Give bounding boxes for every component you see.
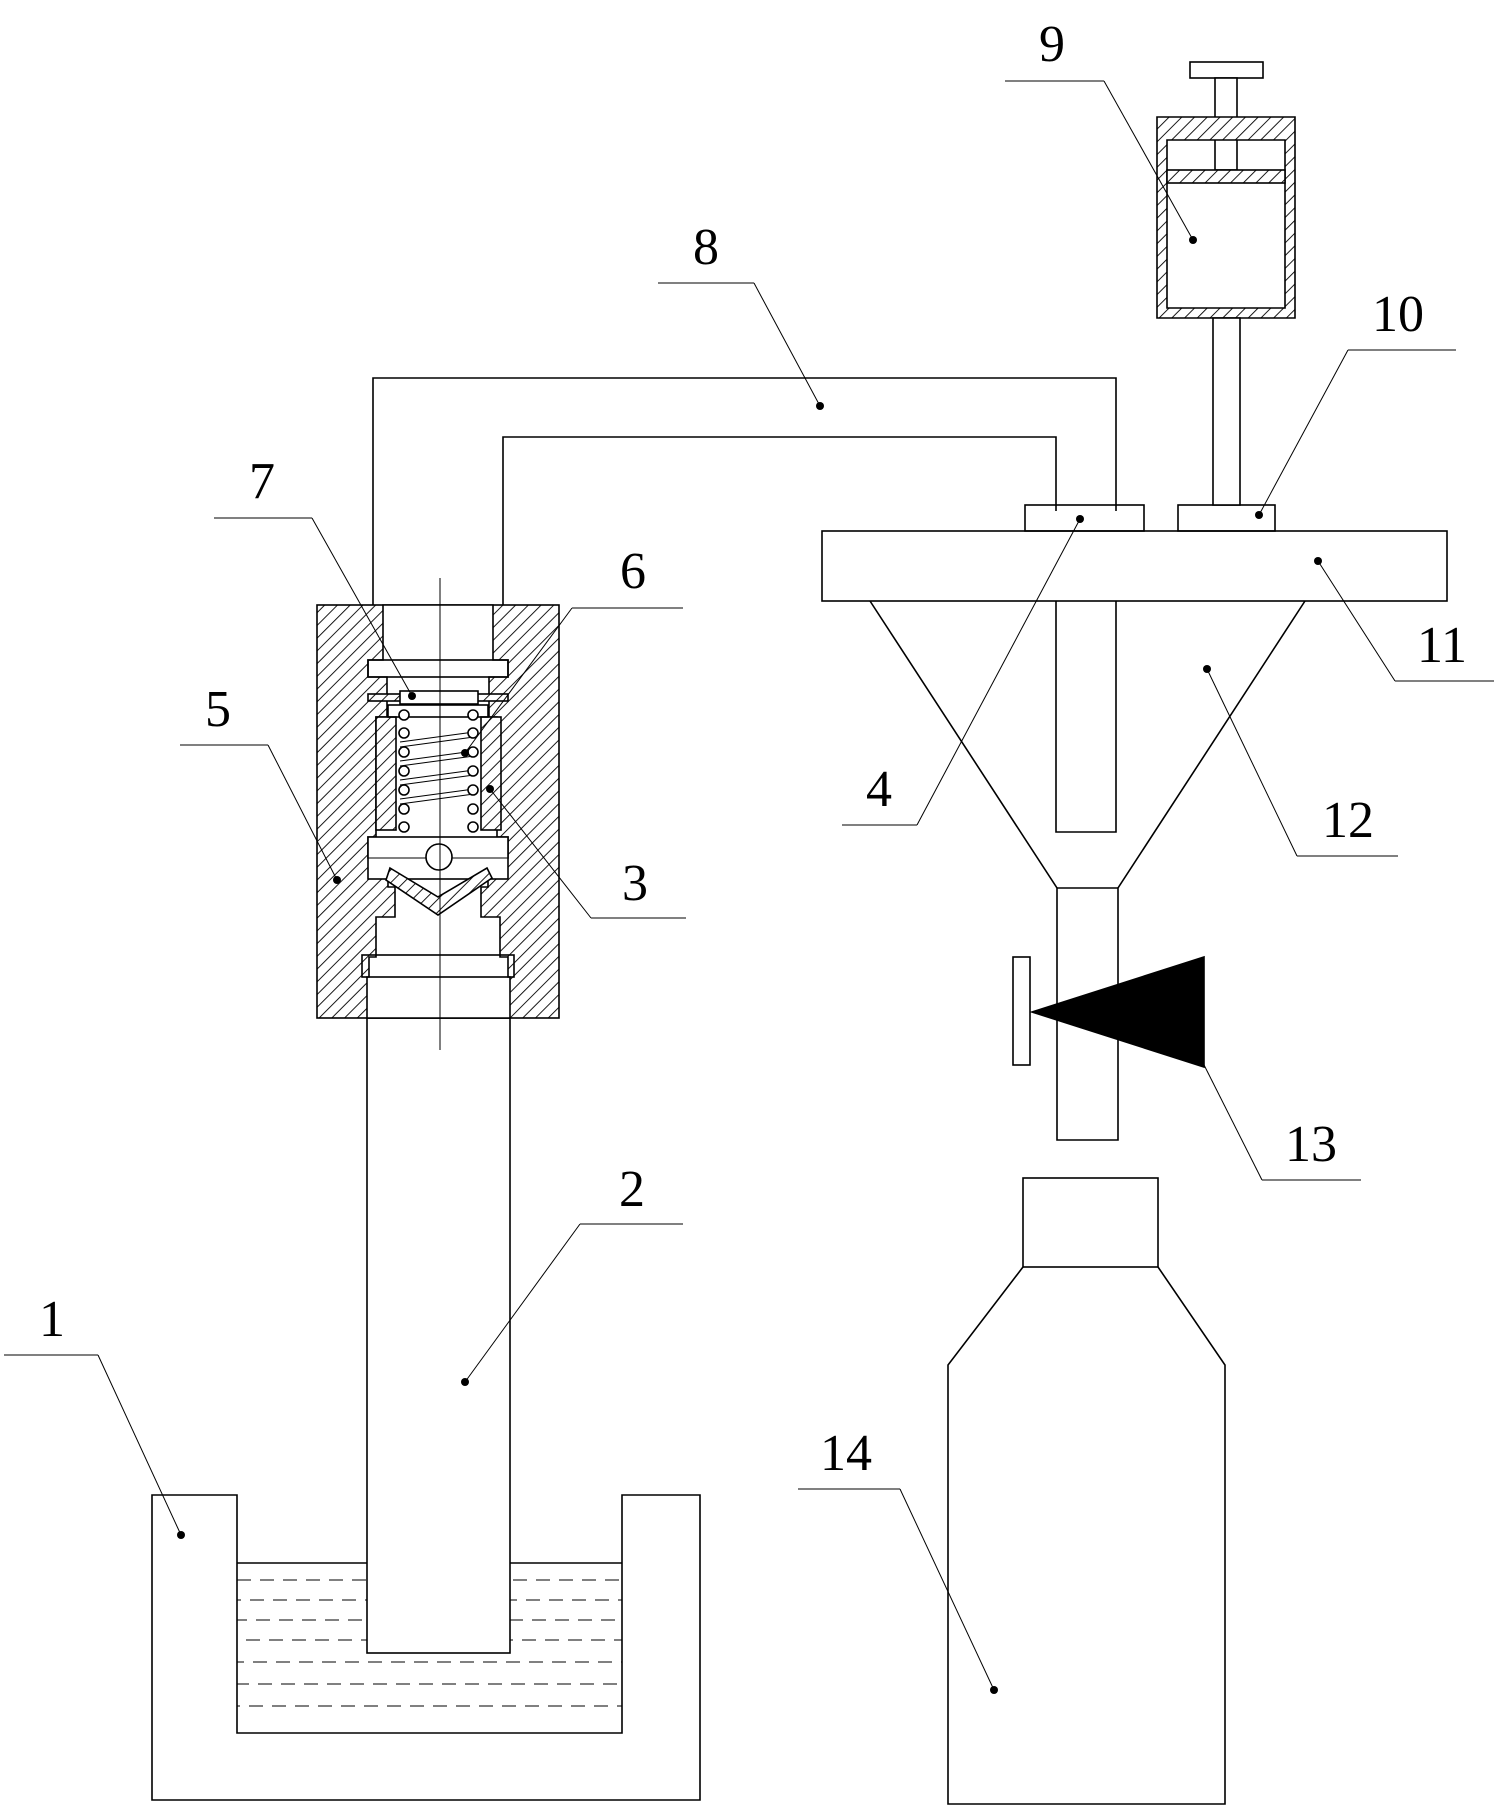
callout-13: 13 [1285,1116,1337,1173]
callout-11: 11 [1417,617,1467,674]
callout-labels: 1 2 3 4 5 6 7 8 9 10 11 12 13 14 [39,16,1467,1482]
collection-bottle [947,1177,1226,1805]
callout-3: 3 [622,855,648,912]
spring [398,709,479,833]
syringe [1156,61,1296,506]
callout-9: 9 [1039,16,1065,73]
vertical-tube [366,1017,511,1654]
callout-12: 12 [1322,792,1374,849]
drain-valve [1012,955,1205,1069]
callout-6: 6 [620,543,646,600]
callout-2: 2 [619,1161,645,1218]
valve-housing [316,578,560,1050]
lid-plate [821,530,1448,602]
leader-lines [4,80,1494,1694]
callout-7: 7 [249,453,275,510]
callout-4: 4 [866,761,892,818]
check-ball [367,836,509,916]
callout-5: 5 [205,681,231,738]
callout-10: 10 [1372,286,1424,343]
liquid-surface [237,1579,622,1707]
callout-8: 8 [693,219,719,276]
funnel [869,600,1306,1141]
callout-1: 1 [39,1291,65,1348]
liquid-container [151,1494,701,1801]
callout-14: 14 [820,1425,872,1482]
pipe-connector [1024,504,1145,532]
connecting-pipe [372,377,1117,605]
